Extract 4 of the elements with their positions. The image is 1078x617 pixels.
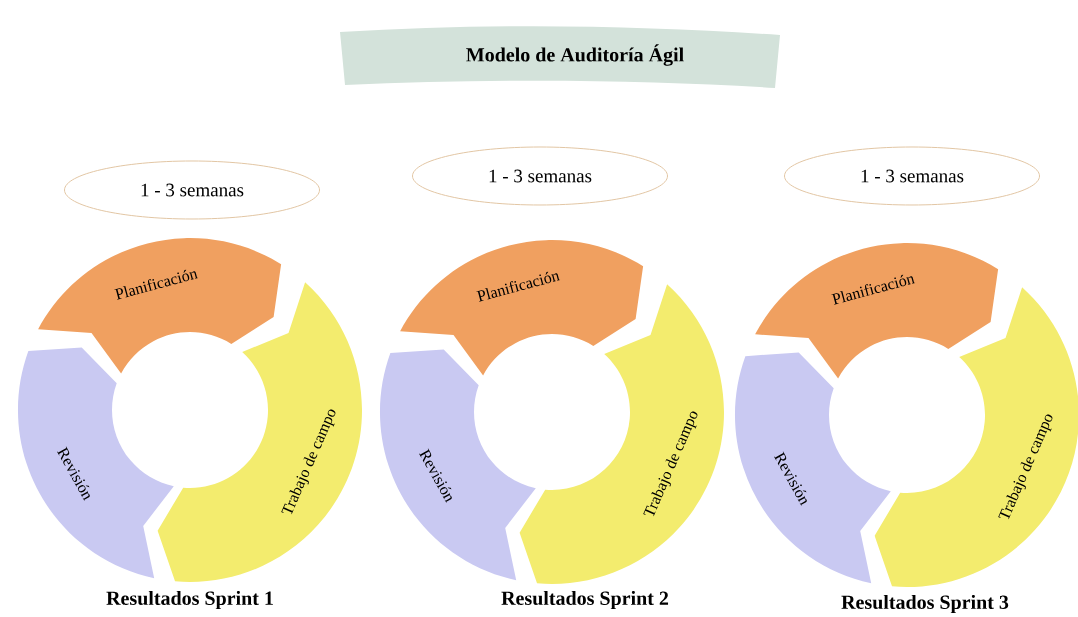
sprint-result-label: Resultados Sprint 1 [106, 590, 273, 610]
title-banner: Modelo de Auditoría Ágil [340, 26, 780, 88]
sprint-result-label: Resultados Sprint 2 [501, 590, 669, 610]
sprint-result-label: Resultados Sprint 3 [841, 594, 1009, 614]
